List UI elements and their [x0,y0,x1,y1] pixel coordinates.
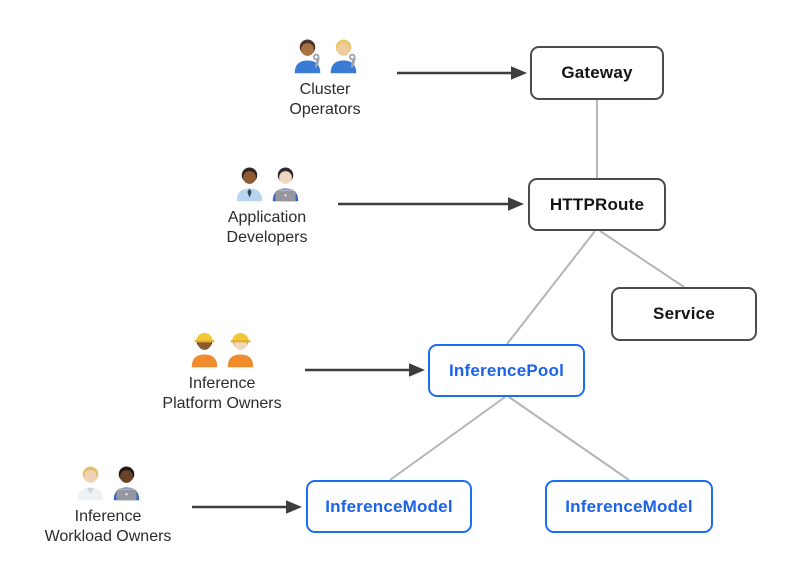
person-icon [77,466,103,501]
application-developers-emoji [177,164,357,204]
arrow-cluster-operators-to-gateway [397,66,527,80]
arrowhead-icon [508,197,524,211]
person-icon [330,39,356,74]
edge-inferencepool-inferencemodel-right [508,396,630,481]
node-service: Service [611,287,757,341]
node-inferencepool: InferencePool [428,344,585,397]
inference-workload-owners-emoji [18,463,198,503]
actor-application-developers: Application Developers [177,164,357,248]
person-icon [227,333,253,368]
arrowhead-icon [511,66,527,80]
node-inferencemodel-left-label: InferenceModel [325,496,453,516]
person-icon [236,167,262,202]
edge-httproute-inferencepool [506,230,596,345]
node-inferencemodel-right-label: InferenceModel [565,496,693,516]
actor-inference-workload-owners: Inference Workload Owners [18,463,198,547]
node-inferencemodel-left: InferenceModel [306,480,472,533]
arrow-inference-platform-owners-to-inferencepool [305,363,425,377]
node-httproute: HTTPRoute [528,178,666,231]
actor-application-developers-label: Application Developers [226,209,308,246]
node-inferencepool-label: InferencePool [448,360,565,380]
cluster-operators-emoji [235,36,415,76]
node-inferencemodel-right: InferenceModel [545,480,713,533]
edge-inferencepool-inferencemodel-left [389,396,506,481]
person-icon [191,333,217,368]
actor-cluster-operators-label: Cluster Operators [289,81,361,118]
inference-platform-owners-emoji [132,330,312,370]
arrowhead-icon [286,500,302,514]
actor-inference-workload-owners-label: Inference Workload Owners [44,508,172,545]
node-gateway: Gateway [530,46,664,100]
actor-inference-platform-owners: Inference Platform Owners [132,330,312,414]
actor-cluster-operators: Cluster Operators [235,36,415,120]
edge-httproute-service [599,230,685,288]
person-icon [113,466,139,501]
node-httproute-label: HTTPRoute [549,194,645,214]
arrow-application-developers-to-httproute [338,197,524,211]
node-gateway-label: Gateway [561,63,633,82]
person-icon [294,39,320,74]
arrowhead-icon [409,363,425,377]
person-icon [272,167,298,202]
arrow-inference-workload-owners-to-inferencemodel [192,500,302,514]
actor-inference-platform-owners-label: Inference Platform Owners [162,375,282,412]
node-service-label: Service [653,304,715,323]
